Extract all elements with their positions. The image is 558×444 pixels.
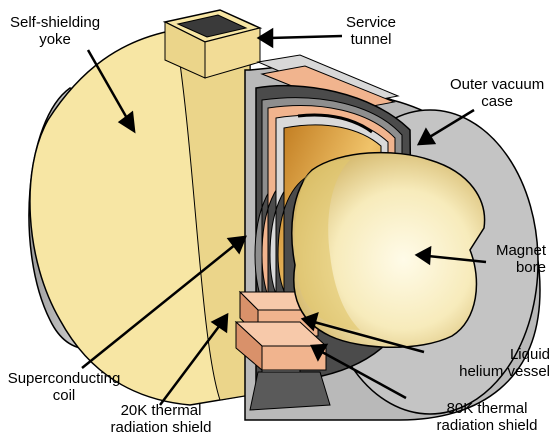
- label-self-shielding-yoke: Self-shielding yoke: [10, 14, 101, 48]
- label-outer-vacuum-case: Outer vacuum case: [450, 76, 545, 110]
- label-liquid-helium-vessel: Liquid helium vessel: [459, 346, 550, 380]
- label-magnet-bore: Magnet bore: [495, 242, 546, 276]
- tunnel-opening: [176, 14, 248, 38]
- label-80k-shield: 80K thermal radiation shield: [436, 400, 538, 434]
- label-superconducting-coil: Superconducting coil: [7, 370, 121, 404]
- pointer-arrows: [81, 27, 487, 406]
- label-20k-shield: 20K thermal radiation shield: [110, 402, 212, 436]
- yoke-side-shade: [174, 29, 251, 401]
- label-service-tunnel: Service tunnel: [346, 14, 397, 48]
